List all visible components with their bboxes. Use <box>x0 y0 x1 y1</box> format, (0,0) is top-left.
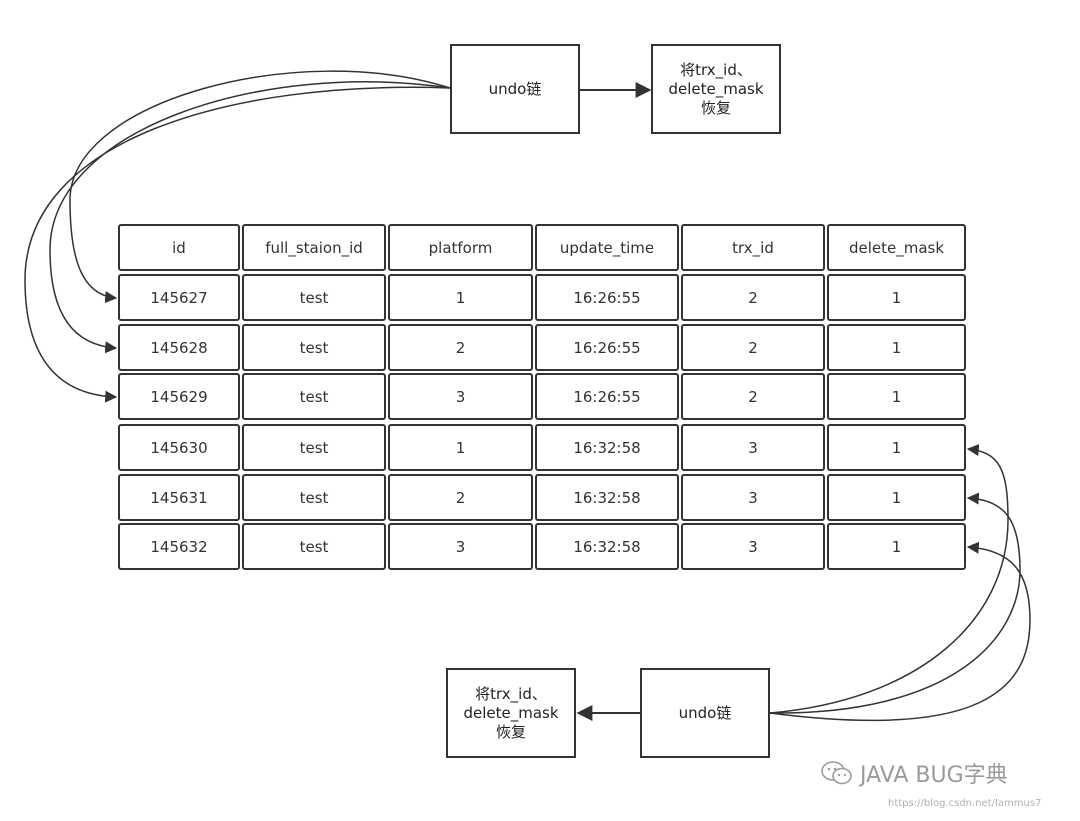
header-update-time: update_time <box>535 224 679 271</box>
watermark: JAVA BUG字典 <box>820 758 1008 788</box>
header-id: id <box>118 224 240 271</box>
cell-update-time: 16:26:55 <box>535 373 679 420</box>
bottom-restore-line-1: 将trx_id、 <box>475 684 547 703</box>
header-delete-mask: delete_mask <box>827 224 966 271</box>
cell-full-station-id: test <box>242 474 386 521</box>
cell-full-station-id: test <box>242 324 386 371</box>
header-trx-id: trx_id <box>681 224 825 271</box>
arrow-undo-to-row-145630 <box>769 444 1009 714</box>
source-url: https://blog.csdn.net/Iammus7 <box>888 798 1042 809</box>
arrow-undo-to-row-145629 <box>24 86 451 403</box>
cell-full-station-id: test <box>242 424 386 471</box>
cell-platform: 1 <box>388 424 533 471</box>
header-platform: platform <box>388 224 533 271</box>
cell-trx-id: 2 <box>681 324 825 371</box>
arrow-undo-to-row-145632 <box>769 541 1031 722</box>
cell-delete-mask: 1 <box>827 424 966 471</box>
cell-delete-mask: 1 <box>827 523 966 570</box>
bottom-undo-chain-box: undo链 <box>640 668 770 758</box>
cell-update-time: 16:32:58 <box>535 474 679 521</box>
top-restore-line-2: delete_mask <box>668 79 764 98</box>
top-restore-box: 将trx_id、 delete_mask 恢复 <box>651 44 781 134</box>
watermark-text: JAVA BUG字典 <box>860 763 1008 788</box>
bottom-restore-line-2: delete_mask <box>463 703 559 722</box>
cell-platform: 2 <box>388 474 533 521</box>
cell-update-time: 16:26:55 <box>535 324 679 371</box>
cell-trx-id: 3 <box>681 474 825 521</box>
cell-platform: 3 <box>388 373 533 420</box>
top-restore-line-3: 恢复 <box>700 98 731 117</box>
cell-full-station-id: test <box>242 274 386 321</box>
bottom-restore-box: 将trx_id、 delete_mask 恢复 <box>446 668 576 758</box>
cell-full-station-id: test <box>242 523 386 570</box>
cell-platform: 3 <box>388 523 533 570</box>
cell-full-station-id: test <box>242 373 386 420</box>
cell-trx-id: 3 <box>681 424 825 471</box>
cell-delete-mask: 1 <box>827 474 966 521</box>
cell-id: 145629 <box>118 373 240 420</box>
cell-trx-id: 2 <box>681 274 825 321</box>
arrow-undo-to-row-145627 <box>69 70 451 304</box>
bottom-undo-chain-label: undo链 <box>678 703 732 722</box>
cell-id: 145632 <box>118 523 240 570</box>
cell-trx-id: 3 <box>681 523 825 570</box>
arrow-undo-to-row-145631 <box>769 492 1021 714</box>
cell-delete-mask: 1 <box>827 324 966 371</box>
cell-id: 145631 <box>118 474 240 521</box>
cell-id: 145628 <box>118 324 240 371</box>
arrow-undo-to-row-145628 <box>49 81 451 354</box>
cell-id: 145630 <box>118 424 240 471</box>
cell-delete-mask: 1 <box>827 373 966 420</box>
top-undo-chain-box: undo链 <box>450 44 580 134</box>
cell-platform: 2 <box>388 324 533 371</box>
cell-delete-mask: 1 <box>827 274 966 321</box>
cell-platform: 1 <box>388 274 533 321</box>
cell-id: 145627 <box>118 274 240 321</box>
cell-update-time: 16:32:58 <box>535 523 679 570</box>
cell-update-time: 16:26:55 <box>535 274 679 321</box>
top-undo-chain-label: undo链 <box>488 79 542 98</box>
wechat-icon <box>821 761 852 785</box>
header-full-station-id: full_staion_id <box>242 224 386 271</box>
bottom-restore-line-3: 恢复 <box>495 722 526 741</box>
top-restore-line-1: 将trx_id、 <box>680 60 752 79</box>
cell-update-time: 16:32:58 <box>535 424 679 471</box>
cell-trx-id: 2 <box>681 373 825 420</box>
